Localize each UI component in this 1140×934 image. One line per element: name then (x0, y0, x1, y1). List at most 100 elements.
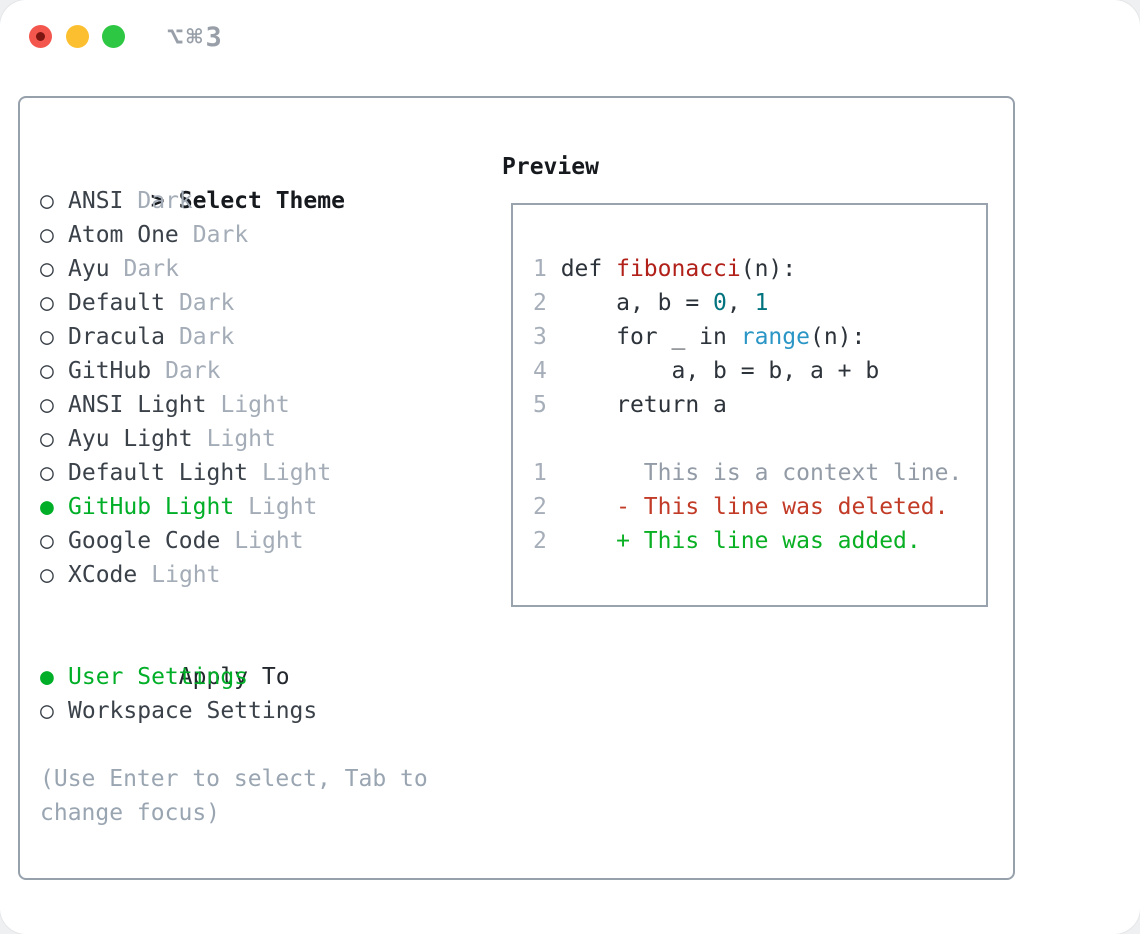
apply-option-user-settings[interactable]: ● User Settings (40, 660, 490, 694)
radio-icon: ○ (40, 392, 54, 418)
theme-variant: Dark (123, 256, 179, 282)
window-title: ⌥⌘3 (167, 22, 225, 53)
radio-icon: ○ (40, 256, 54, 282)
line-number: 2 (533, 290, 547, 316)
code-token: + This line was added. (546, 528, 921, 554)
code-token: def (546, 256, 617, 282)
radio-selected-icon: ● (40, 664, 54, 690)
theme-name: Google Code (68, 528, 221, 554)
select-theme-heading: > Select Theme (40, 150, 490, 214)
theme-name: Dracula (68, 324, 165, 350)
theme-variant: Light (262, 460, 332, 486)
theme-option-google-code[interactable]: ○ Google Code Light (40, 524, 490, 558)
theme-name: ANSI (68, 188, 124, 214)
code-token: fibonacci (616, 256, 741, 282)
theme-name: Ayu (68, 256, 110, 282)
apply-option-workspace-settings[interactable]: ○ Workspace Settings (40, 694, 490, 728)
diff-deleted-line: 2 - This line was deleted. (533, 490, 986, 524)
radio-selected-icon: ● (40, 494, 54, 520)
preview-heading: Preview (502, 154, 599, 180)
theme-option-dracula[interactable]: ○ Dracula Dark (40, 320, 490, 354)
code-token: range (740, 324, 810, 350)
code-token: for _ in (546, 324, 741, 350)
diff-context-line: 1 This is a context line. (533, 456, 986, 490)
apply-to-heading-label: Apply To (178, 664, 290, 690)
code-token: 0 (713, 290, 727, 316)
theme-variant: Light (206, 426, 276, 452)
zoom-button[interactable] (102, 25, 125, 48)
radio-icon: ○ (40, 222, 54, 248)
close-button[interactable] (29, 25, 52, 48)
code-token: a, b = (546, 290, 714, 316)
radio-icon: ○ (40, 698, 54, 724)
theme-name: Atom One (68, 222, 179, 248)
spacer (40, 592, 490, 626)
theme-variant: Light (248, 494, 318, 520)
theme-variant: Dark (165, 358, 221, 384)
line-number: 4 (533, 358, 547, 384)
theme-option-github-light[interactable]: ● GitHub Light Light (40, 490, 490, 524)
code-line: 2 a, b = 0, 1 (533, 286, 986, 320)
preview-panel: Preview 1 def fibonacci(n): 2 a, b = 0, 1… (502, 150, 1007, 607)
code-line: 5 return a (533, 388, 986, 422)
line-number: 1 (533, 256, 547, 282)
radio-icon: ○ (40, 426, 54, 452)
code-line: 3 for _ in range(n): (533, 320, 986, 354)
select-theme-heading-label: Select Theme (178, 188, 345, 214)
radio-icon: ○ (40, 324, 54, 350)
code-token: a, b = b, a + b (546, 358, 880, 384)
line-number: 1 (533, 460, 547, 486)
radio-icon: ○ (40, 528, 54, 554)
cursor-marker: > (150, 188, 165, 214)
line-number: 3 (533, 324, 547, 350)
theme-name: Default Light (68, 460, 249, 486)
line-number: 2 (533, 528, 547, 554)
theme-option-xcode[interactable]: ○ XCode Light (40, 558, 490, 592)
theme-name: Default (68, 290, 165, 316)
theme-variant: Light (151, 562, 221, 588)
line-number: 5 (533, 392, 547, 418)
theme-variant: Light (234, 528, 304, 554)
spacer (40, 728, 490, 762)
apply-to-heading: Apply To (40, 626, 490, 690)
apply-option-label: User Settings (68, 664, 249, 690)
theme-name: Ayu Light (68, 426, 193, 452)
theme-variant: Dark (178, 324, 235, 350)
line-number: 2 (533, 494, 547, 520)
code-token: return a (546, 392, 727, 418)
theme-name: GitHub (68, 358, 152, 384)
apply-to-options-list: ● User Settings ○ Workspace Settings (40, 660, 490, 728)
theme-variant: Light (220, 392, 290, 418)
hint-line: change focus) (40, 800, 221, 826)
apply-option-label: Workspace Settings (68, 698, 318, 724)
radio-icon: ○ (40, 358, 54, 384)
code-token: - This line was deleted. (546, 494, 949, 520)
theme-option-ansi[interactable]: ○ ANSI Dark (40, 184, 490, 218)
theme-option-ayu[interactable]: ○ Ayu Dark (40, 252, 490, 286)
minimize-button[interactable] (66, 25, 89, 48)
theme-name: ANSI Light (68, 392, 207, 418)
theme-variant: Dark (192, 222, 249, 248)
hint-line: (Use Enter to select, Tab to (40, 766, 428, 792)
theme-variant: Dark (178, 290, 235, 316)
theme-name: GitHub Light (68, 494, 235, 520)
code-token: (n): (740, 256, 797, 282)
code-token: 1 (754, 290, 769, 316)
theme-option-atom-one[interactable]: ○ Atom One Dark (40, 218, 490, 252)
theme-variant: Dark (137, 188, 193, 214)
theme-option-ansi-light[interactable]: ○ ANSI Light Light (40, 388, 490, 422)
theme-option-github[interactable]: ○ GitHub Dark (40, 354, 490, 388)
theme-option-ayu-light[interactable]: ○ Ayu Light Light (40, 422, 490, 456)
radio-icon: ○ (40, 562, 54, 588)
hint-text: (Use Enter to select, Tab to change focus… (40, 762, 490, 830)
radio-icon: ○ (40, 188, 54, 214)
code-line: 4 a, b = b, a + b (533, 354, 986, 388)
theme-name: XCode (68, 562, 138, 588)
